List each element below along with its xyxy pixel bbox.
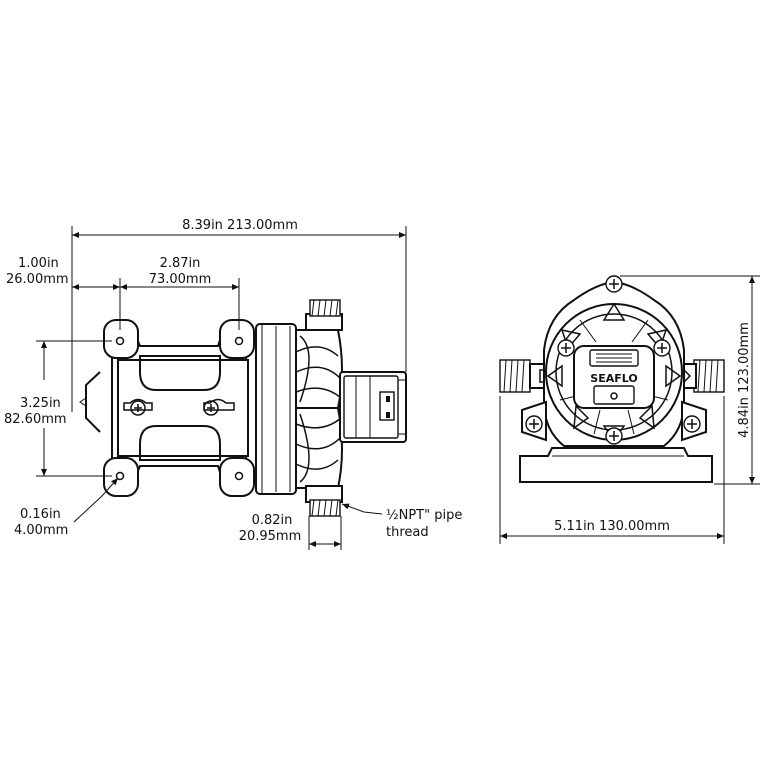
screw-icon (203, 398, 235, 416)
screw-icon (525, 415, 543, 433)
mount-ear-bottom-right (219, 457, 255, 497)
front-width-label: 5.11in 130.00mm (554, 519, 670, 534)
hole-spacing-mm-label: 73.00mm (149, 272, 212, 287)
mount-hole (234, 471, 244, 481)
mount-ear-bottom-left (103, 457, 139, 497)
front-height-label: 4.84in 123.00mm (737, 322, 752, 438)
port-width-in-label: 0.82in (252, 513, 293, 528)
mount-height-mm-label: 82.60mm (4, 412, 67, 427)
inlet-port (305, 485, 343, 517)
mount-ear-top-right (219, 319, 255, 359)
screw-icon (653, 339, 671, 357)
screw-icon (557, 339, 575, 357)
overall-length-label: 8.39in 213.00mm (182, 218, 298, 233)
screw-icon (605, 275, 623, 293)
thread-label-line2: thread (386, 525, 429, 540)
port-width-mm-label: 20.95mm (239, 529, 302, 544)
pressure-switch (339, 371, 407, 443)
screw-icon (605, 427, 623, 445)
left-port (499, 359, 566, 393)
switch-housing: SEAFLO (573, 345, 655, 409)
mount-hole (234, 336, 244, 346)
mount-hole (115, 336, 125, 346)
hole-spacing-in-label: 2.87in (160, 256, 201, 271)
outlet-port (305, 299, 343, 331)
screw-icon (123, 398, 153, 416)
front-dimensions: 4.84in 123.00mm 5.11in 130.00mm (499, 275, 760, 544)
right-port (665, 359, 725, 393)
hole-dia-in-label: 0.16in (20, 507, 61, 522)
hole-dia-mm-label: 4.00mm (14, 523, 68, 538)
offset-mm-label: 26.00mm (6, 272, 69, 287)
screw-icon (683, 415, 701, 433)
thread-label-line1: ½NPT" pipe (386, 508, 462, 523)
mount-height-in-label: 3.25in (20, 396, 61, 411)
seaflo-logo: SEAFLO (590, 372, 637, 385)
mount-hole (115, 471, 125, 481)
side-dimensions: 8.39in 213.00mm 1.00in 26.00mm 2.87in 73… (4, 218, 462, 550)
mount-ear-top-left (103, 319, 139, 359)
front-view: SEAFLO (499, 275, 725, 483)
offset-in-label: 1.00in (18, 256, 59, 271)
side-view (79, 299, 407, 517)
